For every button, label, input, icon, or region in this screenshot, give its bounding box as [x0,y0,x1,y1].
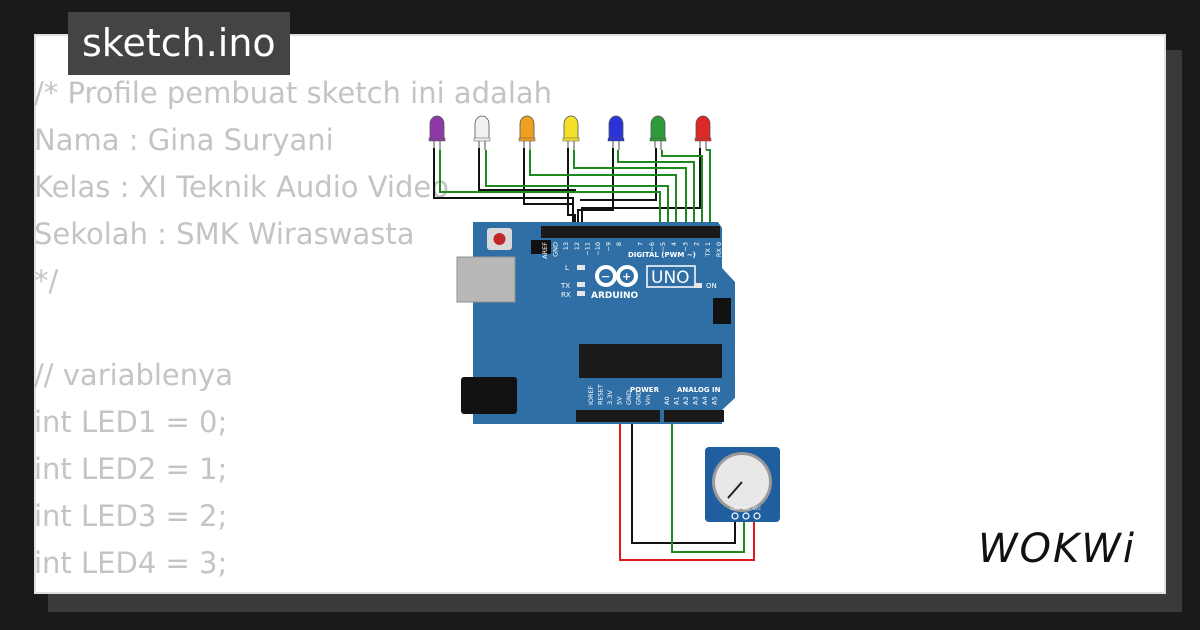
led[interactable] [562,115,580,150]
pot-pin-label: VCC [753,506,762,511]
l-label: L [565,264,569,272]
pin-label: A3 [692,396,700,405]
digital-header [541,226,720,238]
pin-label: 8 [615,242,623,246]
code-line: Nama : Gina Suryani [34,123,334,157]
pin-label: 3.3V [606,390,614,405]
wire [573,150,687,226]
usb-port [456,256,516,303]
wire [661,150,703,226]
wire [523,148,573,205]
wire [529,150,677,226]
wire [706,149,711,226]
rx-label: RX [561,291,571,299]
pin-label: 7 [637,242,645,246]
pin-label: A1 [673,396,681,405]
code-line: Sekolah : SMK Wiraswasta [34,217,415,251]
wire [671,412,745,553]
wire [581,148,701,226]
wire [478,148,576,191]
pin-label: ~11 [583,242,591,256]
code-line: int LED1 = 0; [34,405,228,439]
pin-label: A0 [663,396,671,405]
pin-label: RX 0 [715,242,723,257]
wire [433,148,574,226]
pin-label: 4 [670,242,678,246]
code-line: /* Profile pembuat sketch ini adalah [34,76,553,110]
wire [619,412,755,561]
wire [580,148,657,201]
svg-text:+: + [622,270,631,283]
led[interactable] [518,115,536,150]
wire [617,150,695,226]
pin-label: ~3 [681,242,689,252]
on-label: ON [706,282,717,290]
uno-badge [646,265,696,288]
pin-label: ~10 [594,242,602,256]
reset-button-cap [493,233,506,245]
pin-label: 2 [693,242,701,246]
wokwi-logo[interactable]: WOKWi [978,526,1136,572]
power-jack [461,377,517,414]
atmega-chip [579,344,722,378]
code-line: int LED2 = 1; [34,452,228,486]
pin-label: RESET [597,384,605,405]
digital-label: DIGITAL (PWM ~) [628,251,696,259]
led-row [428,115,712,150]
sketch-title[interactable]: sketch.ino [68,12,290,75]
pin-label: GND [552,242,560,257]
led[interactable] [649,115,667,150]
led[interactable] [694,115,712,150]
led[interactable] [473,115,491,150]
power-header [576,410,660,422]
wire [577,148,614,226]
power-label: POWER [630,386,660,394]
code-line: */ [34,264,59,298]
pin-label: AREF [541,242,549,259]
code-line: // variablenya [34,358,234,392]
pin-label: ~5 [659,242,667,252]
pin-label: GND [625,390,633,405]
pin-label: A2 [682,396,690,405]
pin-label: ~6 [648,242,656,252]
pin-label: GND [635,390,643,405]
arduino-uno-board[interactable]: − + UNO ARDUINO DIGITAL (PWM ~) POWER AN… [456,222,735,424]
pin-label: 12 [573,242,581,250]
wire [631,412,736,544]
board-model: UNO [651,268,690,288]
pin-label: Vin [644,395,652,405]
code-line: int LED4 = 3; [34,546,228,580]
board-brand: ARDUINO [591,291,639,301]
wire [439,150,661,226]
pin-label: IOREF [587,385,595,405]
analog-header [664,410,724,422]
code-line: Kelas : XI Teknik Audio Video [34,170,449,204]
code-line: int LED3 = 2; [34,499,228,533]
led[interactable] [607,115,625,150]
pin-label: 5V [616,396,624,405]
tx-label: TX [560,282,570,290]
pin-label: A4 [701,396,709,405]
pin-label: A5 [711,396,719,405]
wire [485,150,669,226]
pot-pin-label: GND [730,506,739,511]
pin-label: TX 1 [704,242,712,258]
svg-text:−: − [601,270,610,283]
analog-label: ANALOG IN [677,386,721,394]
pot-pin-label: SIG [743,506,750,511]
pin-label: ~9 [605,242,613,252]
pin-label: 13 [562,242,570,250]
led[interactable] [428,115,446,150]
wire [567,148,576,226]
wires [433,148,755,561]
